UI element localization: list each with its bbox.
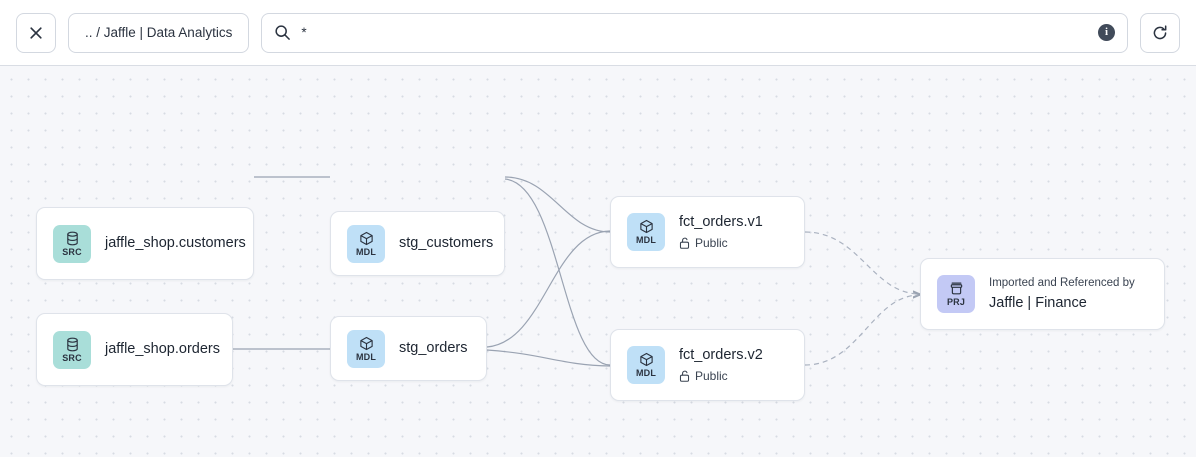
search-box[interactable]: i: [261, 12, 1128, 53]
breadcrumb[interactable]: .. / Jaffle | Data Analytics: [68, 12, 250, 53]
search-icon: [275, 25, 291, 40]
prj-badge-label: PRJ: [946, 297, 966, 307]
database-icon: [66, 231, 78, 245]
node-text: fct_orders.v1 Public: [679, 213, 763, 251]
mdl-badge-label: MDL: [355, 351, 377, 362]
node-title: jaffle_shop.customers: [105, 235, 246, 251]
node-project-finance[interactable]: PRJ Imported and Referenced by Jaffle | …: [920, 258, 1165, 330]
refresh-icon: [1153, 24, 1167, 39]
node-title: stg_customers: [399, 235, 494, 251]
node-visibility-label: Public: [695, 369, 728, 383]
info-icon[interactable]: i: [1098, 24, 1115, 41]
cube-icon: [639, 352, 653, 367]
unlock-icon: [679, 237, 690, 249]
search-input[interactable]: [301, 25, 1088, 40]
edge-stg-orders-to-fct-v1: [486, 230, 611, 348]
node-fct-orders-v2[interactable]: MDL fct_orders.v2 Public: [610, 329, 805, 401]
node-visibility: Public: [679, 235, 763, 251]
breadcrumb-label: .. / Jaffle | Data Analytics: [85, 25, 233, 40]
node-title: jaffle_shop.orders: [105, 341, 221, 357]
mdl-badge: MDL: [347, 224, 385, 263]
cube-icon: [359, 231, 373, 245]
prj-badge: PRJ: [937, 275, 975, 313]
src-badge-label: SRC: [62, 352, 82, 363]
edge-stg-customers-to-fct-v2: [504, 178, 611, 366]
node-stg-orders[interactable]: MDL stg_orders: [330, 316, 487, 381]
node-text: Imported and Referenced by Jaffle | Fina…: [989, 276, 1135, 313]
src-badge-label: SRC: [62, 246, 82, 257]
mdl-badge-label: MDL: [635, 368, 657, 378]
node-title: fct_orders.v2: [679, 347, 763, 363]
edge-stg-orders-to-fct-v2: [486, 349, 611, 367]
edge-fct-v1-to-project: [804, 231, 920, 294]
refresh-button[interactable]: [1140, 12, 1180, 53]
mdl-badge-label: MDL: [355, 246, 377, 257]
cube-icon: [639, 219, 653, 234]
mdl-badge: MDL: [627, 346, 665, 384]
src-badge: SRC: [53, 224, 91, 263]
unlock-icon: [679, 370, 690, 382]
edge-stg-customers-to-fct-v1: [504, 176, 611, 233]
cube-icon: [359, 336, 373, 350]
project-box-icon: [950, 282, 962, 295]
mdl-badge-label: MDL: [635, 235, 657, 245]
database-icon: [66, 337, 78, 351]
node-visibility-label: Public: [695, 236, 728, 250]
node-text: jaffle_shop.orders: [105, 340, 221, 359]
lineage-canvas[interactable]: SRC jaffle_shop.customers SRC jaffle_sho…: [0, 66, 1196, 457]
node-stg-customers[interactable]: MDL stg_customers: [330, 211, 505, 276]
mdl-badge: MDL: [627, 213, 665, 251]
node-title: stg_orders: [399, 340, 468, 356]
canvas-bottom-strip: [0, 457, 1196, 467]
node-text: jaffle_shop.customers: [105, 234, 246, 253]
close-button[interactable]: [16, 12, 56, 53]
src-badge: SRC: [53, 330, 91, 369]
node-src-orders[interactable]: SRC jaffle_shop.orders: [36, 313, 233, 386]
node-title: Jaffle | Finance: [989, 294, 1087, 311]
node-text: fct_orders.v2 Public: [679, 346, 763, 384]
node-src-customers[interactable]: SRC jaffle_shop.customers: [36, 207, 254, 280]
mdl-badge: MDL: [347, 329, 385, 368]
node-text: stg_customers: [399, 234, 494, 253]
node-title: fct_orders.v1: [679, 214, 763, 230]
node-text: stg_orders: [399, 339, 468, 358]
node-eyebrow: Imported and Referenced by: [989, 276, 1135, 289]
node-visibility: Public: [679, 368, 763, 384]
node-fct-orders-v1[interactable]: MDL fct_orders.v1 Public: [610, 196, 805, 268]
toolbar: .. / Jaffle | Data Analytics i: [0, 0, 1196, 66]
close-icon: [30, 26, 42, 39]
edge-fct-v2-to-project: [804, 295, 920, 366]
